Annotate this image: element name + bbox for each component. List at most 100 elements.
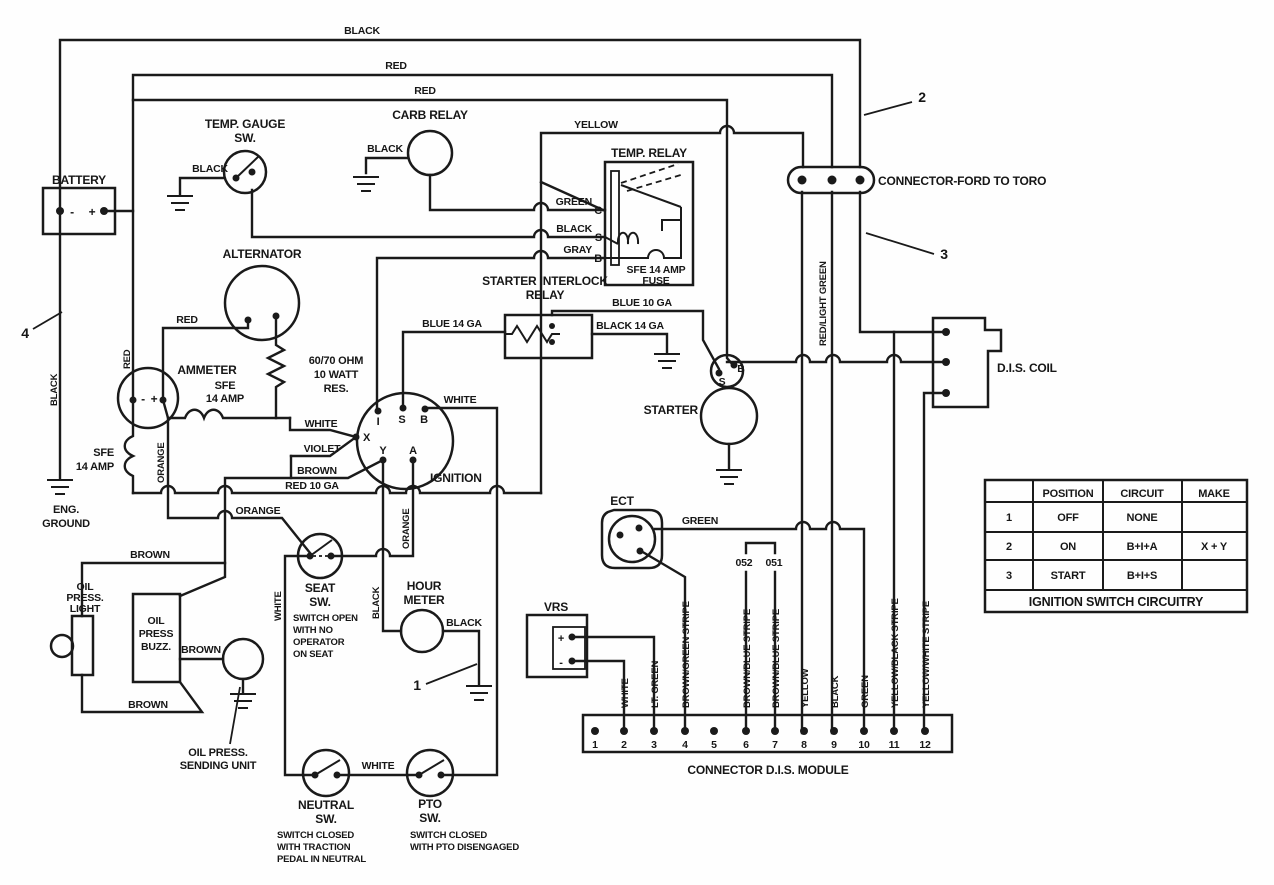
- alternator-label: ALTERNATOR: [223, 247, 302, 261]
- pin8-wire-label: YELLOW: [800, 668, 811, 708]
- callouts: 2 3 4 1: [21, 89, 948, 693]
- pin-4: 4: [682, 739, 688, 751]
- label-violet: VIOLET: [304, 443, 342, 455]
- resistor-label-3: RES.: [324, 383, 349, 395]
- neutral-label-1: NEUTRAL: [298, 798, 354, 812]
- vrs-sensor: + - VRS: [525, 600, 589, 679]
- ammeter-minus: -: [141, 392, 145, 406]
- label-brown-top: BROWN: [130, 549, 170, 561]
- pin-9: 9: [831, 739, 837, 751]
- dis-pin-wire-labels: WHITE LT. GREEN BROWN/GREEN STRIPE BROWN…: [620, 598, 932, 708]
- eng-ground-label-1: ENG.: [53, 504, 79, 516]
- label-brown-mid: BROWN: [181, 644, 221, 656]
- pin12-wire-label: YELLOW/WHITE STRIPE: [921, 601, 932, 708]
- table-row1-num: 1: [1006, 512, 1012, 524]
- pin-8: 8: [801, 739, 807, 751]
- table-row1-circuit: NONE: [1127, 512, 1158, 524]
- neutral-note-1: SWITCH CLOSED: [277, 830, 354, 841]
- label-black-14ga: BLACK 14 GA: [596, 320, 664, 332]
- wire-black-carb-label: BLACK: [367, 143, 403, 155]
- ect-label: ECT: [610, 494, 634, 508]
- ignition-terminal-a: A: [409, 445, 417, 457]
- starter-terminal-s: S: [719, 376, 726, 388]
- pin-7: 7: [772, 739, 778, 751]
- vrs-minus: -: [559, 657, 563, 669]
- label-red-10ga: RED 10 GA: [285, 480, 339, 492]
- ignition-terminal-x: X: [363, 432, 371, 444]
- sending-unit-label-1: OIL PRESS.: [188, 747, 248, 759]
- oil-light-label-3: LIGHT: [70, 603, 101, 615]
- eng-ground-label-2: GROUND: [42, 518, 90, 530]
- pin9-wire-label: BLACK: [830, 675, 841, 708]
- alternator: ALTERNATOR: [223, 247, 302, 342]
- wire-blue-10ga: [550, 309, 721, 371]
- ignition-terminal-y: Y: [379, 445, 387, 457]
- pin-12: 12: [919, 739, 931, 751]
- plug-id-051: 051: [766, 557, 783, 569]
- oil-press-light: OIL PRESS. LIGHT: [49, 581, 104, 677]
- connector-ford-to-toro: CONNECTOR-FORD TO TORO: [786, 165, 1046, 195]
- wire-red-alternator: [161, 314, 287, 420]
- wire-vrs: [570, 635, 656, 735]
- seat-note-4: ON SEAT: [293, 649, 334, 660]
- temp-relay: TEMP. RELAY SFE 14 AMP FUSE C S B: [594, 146, 695, 287]
- seat-label-2: SW.: [309, 595, 330, 609]
- label-black-left: BLACK: [49, 373, 60, 406]
- hour-meter: HOUR METER: [399, 579, 492, 701]
- pin-2: 2: [621, 739, 627, 751]
- table-row3-num: 3: [1006, 570, 1012, 582]
- pin3-wire-label: LT. GREEN: [650, 661, 661, 708]
- dis-coil: D.I.S. COIL: [931, 316, 1057, 409]
- terminal-b: B: [594, 253, 602, 265]
- temp-relay-fuse-label-1: SFE 14 AMP: [627, 264, 686, 276]
- callout-1: 1: [413, 677, 421, 693]
- label-red-light-green: RED/LIGHT GREEN: [818, 261, 829, 346]
- label-red-lower: RED: [414, 85, 436, 97]
- table-header-make: MAKE: [1198, 488, 1230, 500]
- label-blue-14ga: BLUE 14 GA: [422, 318, 482, 330]
- battery-minus: -: [70, 205, 74, 219]
- neutral-label-2: SW.: [315, 812, 336, 826]
- label-white-x: WHITE: [305, 418, 338, 430]
- hour-meter-label-2: METER: [403, 593, 445, 607]
- label-gray-relay: GRAY: [563, 244, 592, 256]
- label-black-relay: BLACK: [556, 223, 592, 235]
- seat-note-1: SWITCH OPEN: [293, 613, 358, 624]
- wire-coil-feeds: [858, 190, 948, 735]
- label-green-ect: GREEN: [682, 515, 718, 527]
- wire-red-upper: [102, 73, 834, 213]
- wire-brown: [80, 458, 385, 714]
- pin-6: 6: [743, 739, 749, 751]
- interlock-label-1: STARTER INTERLOCK: [482, 274, 608, 288]
- left-fuse-label-1: SFE: [93, 447, 114, 459]
- dis-coil-label: D.I.S. COIL: [997, 361, 1057, 375]
- ignition-terminal-i: I: [377, 416, 380, 428]
- table-row2-num: 2: [1006, 541, 1012, 553]
- resistor-label-2: 10 WATT: [314, 369, 359, 381]
- wire-green-carbrelay: [364, 156, 607, 212]
- pto-note-2: WITH PTO DISENGAGED: [410, 842, 519, 853]
- oil-press-sending-unit: OIL PRESS. SENDING UNIT: [180, 637, 265, 772]
- dis-module-connector: 1 2 3 4 5 6 7 8 9 10 11 12 CONNECTOR D.I…: [581, 713, 954, 777]
- pto-label-1: PTO: [418, 797, 442, 811]
- callout-4: 4: [21, 325, 29, 341]
- terminal-s: S: [595, 232, 602, 244]
- label-green-relay: GREEN: [556, 196, 592, 208]
- sending-unit-label-2: SENDING UNIT: [180, 760, 257, 772]
- label-black-hour-vert: BLACK: [371, 586, 382, 619]
- table-header-circuit: CIRCUIT: [1120, 488, 1164, 500]
- carb-relay: CARB RELAY BLACK: [353, 108, 468, 192]
- hour-meter-label-1: HOUR: [407, 579, 442, 593]
- starter: S B STARTER: [644, 353, 759, 485]
- temp-gauge-switch: TEMP. GAUGE SW. BLACK: [167, 117, 286, 211]
- pin-1: 1: [592, 739, 598, 751]
- pin-3: 3: [651, 739, 657, 751]
- ammeter-fuse-label-2: 14 AMP: [206, 393, 244, 405]
- oil-light-label-2: PRESS.: [66, 592, 104, 604]
- pto-switch: PTO SW. SWITCH CLOSED WITH PTO DISENGAGE…: [405, 748, 520, 853]
- pto-label-2: SW.: [419, 811, 440, 825]
- ignition-label: IGNITION: [430, 471, 482, 485]
- label-red-upper: RED: [385, 60, 407, 72]
- pto-note-1: SWITCH CLOSED: [410, 830, 487, 841]
